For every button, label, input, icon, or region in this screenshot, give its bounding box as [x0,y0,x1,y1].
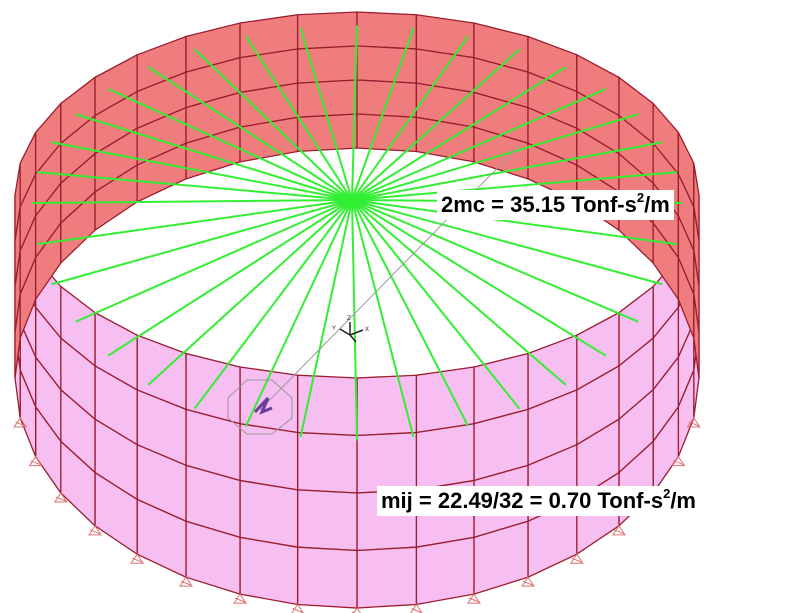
spring-spoke [36,171,353,201]
outer-wall-panel [356,546,418,609]
spring-spoke [75,113,353,201]
base-support-icon [88,524,102,536]
base-support-icon [467,593,481,604]
base-support-icon [233,593,247,604]
spring-spoke [351,171,678,201]
spring-spoke [299,27,353,201]
inner-wall-panel [356,45,418,84]
center-mass-exponent: 2 [636,189,645,205]
spring-spoke [51,141,353,201]
spring-spoke [351,199,639,323]
spring-spoke [351,87,607,201]
spring-spoke [32,199,353,204]
spring-spoke [351,199,567,386]
base-support-icon [612,524,626,536]
spring-spoke [147,66,353,201]
spring-mass-exponent: 2 [663,485,671,501]
inner-wall-panel [356,113,418,153]
center-mass-unit-tail: /m [644,192,670,217]
center-mass-label: 2mc = 35.15 Tonf-s2/m [437,190,674,220]
base-support-icon [53,492,68,503]
spring-spoke [193,48,353,201]
inner-wall-panel [693,294,700,379]
base-support-icon [686,417,701,428]
spring-spokes [32,25,682,441]
spring-spoke [351,199,415,438]
base-support-icon [28,455,43,467]
outer-wall-panel [296,489,358,552]
base-support-icon [179,576,193,587]
joint-marker [227,379,293,435]
axis-triad: Z X Y [332,316,369,343]
spring-spoke [351,27,415,201]
base-supports [13,417,701,613]
base-support-icon [671,455,686,467]
spring-spoke [36,199,353,246]
inner-wall-panel [296,79,358,119]
spring-spoke [51,199,353,286]
spring-spoke [107,199,353,357]
spring-spoke [351,113,639,201]
outer-wall-panel [239,479,299,548]
spring-spoke [107,87,353,201]
base-support-icon [410,603,423,613]
spring-spoke [351,141,663,201]
base-support-icon [521,576,535,587]
leader-line [259,144,521,411]
inner-wall-panel [296,11,358,50]
spring-mass-label: mij = 22.49/32 = 0.70 Tonf-s2/m [377,486,700,516]
spring-spoke [351,199,470,427]
center-mass-text: 2mc = 35.15 Tonf-s [441,192,637,217]
spring-spoke [351,35,469,201]
spring-spoke [193,199,353,410]
inner-wall-panel [356,79,418,119]
spring-mass-unit-tail: /m [670,488,696,513]
outer-wall-panel [415,422,475,491]
outer-wall-panel [415,536,475,606]
spring-spoke [351,199,358,441]
spring-spoke [351,48,521,201]
spring-spoke [147,199,353,386]
axis-y-label: Y [332,326,336,332]
spring-spoke [351,25,358,201]
outer-wall-shell [14,194,700,609]
base-support-icon [13,417,28,428]
base-support-icon [351,607,361,613]
spring-spoke [351,199,663,286]
spring-spoke [351,199,678,246]
spring-mass-text: mij = 22.49/32 = 0.70 Tonf-s [381,488,664,513]
base-support-icon [291,603,304,613]
outer-wall-panel [296,431,358,494]
base-support-icon [569,553,584,564]
spring-spoke [351,66,567,201]
spring-spoke [75,199,353,323]
outer-wall-panel [239,536,299,606]
base-support-icon [130,553,145,564]
spring-spoke [351,199,521,410]
spring-spoke [299,199,353,438]
outer-wall-panel [356,431,418,494]
inner-wall-panel [296,45,358,84]
outer-wall-panel [296,546,358,609]
spring-spoke [244,199,353,427]
axis-z-label: Z [347,316,351,322]
spring-spoke [351,199,607,357]
spring-spoke [245,35,353,201]
inner-wall-shell [14,11,700,379]
axis-x-label: X [365,327,369,333]
outer-wall-panel [356,374,418,437]
